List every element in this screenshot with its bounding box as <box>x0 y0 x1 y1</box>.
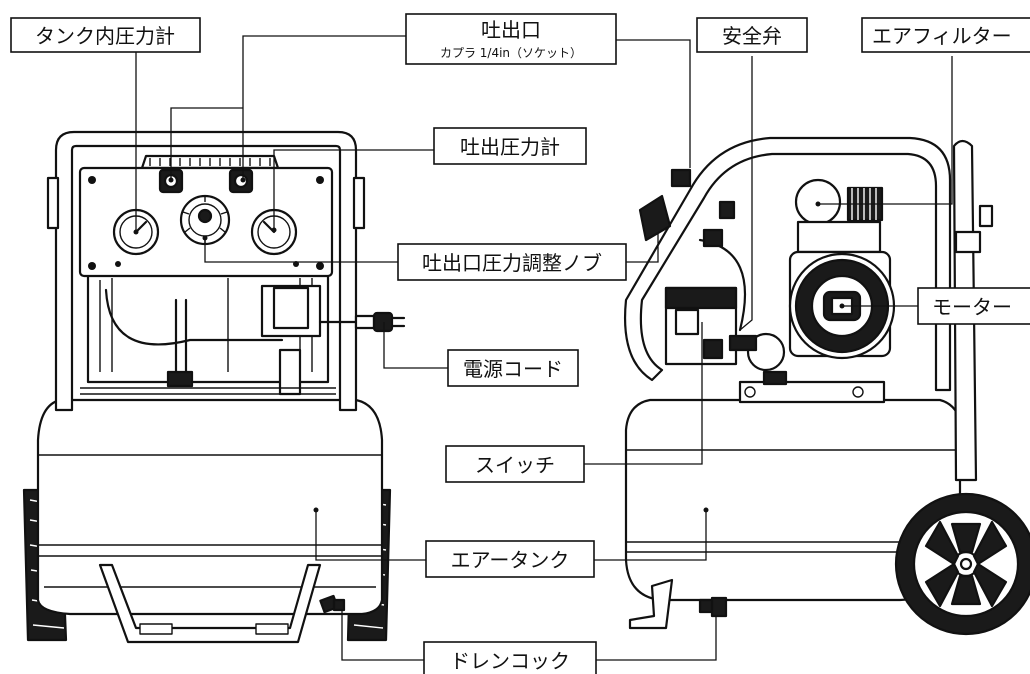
label-safety-valve: 安全弁 <box>696 17 808 53</box>
side-frame <box>624 136 952 392</box>
front-view <box>22 130 406 644</box>
front-power-plug <box>318 311 406 333</box>
label-safety-valve-text: 安全弁 <box>722 24 782 48</box>
label-air-filter: エアフィルター <box>861 17 1030 53</box>
side-tank <box>624 398 962 602</box>
label-motor-text: モーター <box>932 295 1012 319</box>
label-power-cord: 電源コード <box>447 349 579 387</box>
label-regulator-knob: 吐出口圧力調整ノブ <box>397 243 627 281</box>
label-tank-gauge: タンク内圧力計 <box>10 17 201 53</box>
label-motor: モーター <box>917 287 1030 325</box>
label-drain-cock-text: ドレンコック <box>450 649 570 673</box>
side-view <box>624 136 1030 636</box>
label-outlet-text: 吐出口 <box>481 18 541 42</box>
label-outlet-gauge-text: 吐出圧力計 <box>460 135 560 159</box>
front-tank <box>36 398 384 616</box>
label-regulator-knob-text: 吐出口圧力調整ノブ <box>422 251 602 275</box>
side-drain-cock <box>698 596 728 618</box>
label-outlet: 吐出口 カプラ 1/4in（ソケット） <box>405 13 617 65</box>
label-outlet-subtext: カプラ 1/4in（ソケット） <box>440 46 582 60</box>
label-power-cord-text: 電源コード <box>463 357 563 381</box>
label-drain-cock: ドレンコック <box>423 641 597 674</box>
label-air-tank: エアータンク <box>425 540 595 578</box>
side-wheel <box>894 492 1030 636</box>
label-switch: スイッチ <box>445 445 585 483</box>
side-pump <box>788 178 896 360</box>
label-tank-gauge-text: タンク内圧力計 <box>35 24 175 48</box>
side-stand <box>628 578 674 630</box>
front-pump <box>80 268 336 396</box>
side-motor-base <box>738 370 886 404</box>
label-air-filter-text: エアフィルター <box>872 24 1012 48</box>
front-stand <box>98 563 322 644</box>
front-drain-cock <box>319 594 346 614</box>
leader-lines <box>133 35 953 661</box>
label-outlet-gauge: 吐出圧力計 <box>433 127 587 165</box>
front-control-panel <box>78 154 334 278</box>
front-frame <box>46 130 366 412</box>
label-switch-text: スイッチ <box>475 453 555 477</box>
side-switch-box <box>638 168 786 372</box>
label-air-tank-text: エアータンク <box>451 548 570 572</box>
